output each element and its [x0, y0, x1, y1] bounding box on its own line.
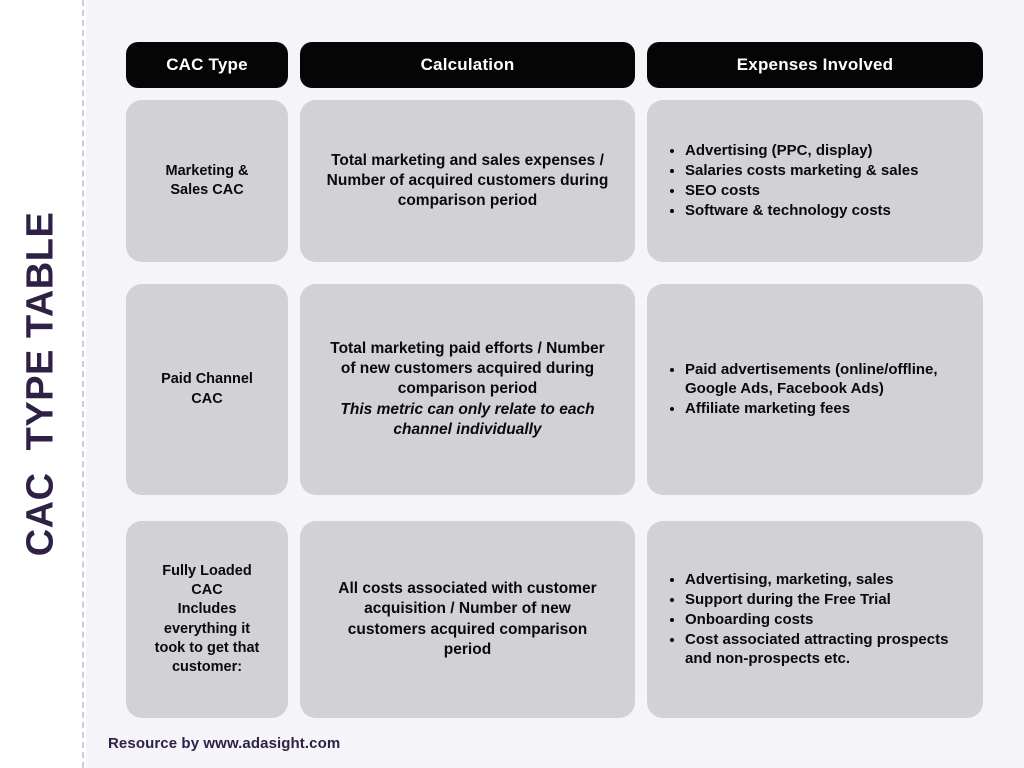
table-row: Paid Channel CAC Total marketing paid ef… — [126, 284, 983, 495]
calculation-text: Total marketing paid efforts / Number of… — [330, 340, 605, 398]
table-row: Marketing & Sales CAC Total marketing an… — [126, 100, 983, 262]
list-item: Support during the Free Trial — [685, 590, 969, 609]
table-row: Fully Loaded CAC Includes everything it … — [126, 521, 983, 718]
page-title: CAC TYPE TABLE — [19, 211, 62, 557]
list-item: Advertising, marketing, sales — [685, 570, 969, 589]
cell-cac-type: Fully Loaded CAC Includes everything it … — [126, 521, 288, 718]
list-item: Cost associated attracting prospects and… — [685, 630, 969, 668]
cac-type-table: CAC Type Calculation Expenses Involved M… — [126, 42, 983, 718]
list-item: SEO costs — [685, 181, 918, 200]
calculation-text: All costs associated with customer acqui… — [338, 580, 597, 658]
row-spacer — [126, 262, 983, 284]
calculation-note: This metric can only relate to each chan… — [340, 400, 595, 438]
list-item: Affiliate marketing fees — [685, 399, 969, 418]
list-item: Salaries costs marketing & sales — [685, 161, 918, 180]
expenses-list: Advertising (PPC, display) Salaries cost… — [661, 141, 918, 222]
row-spacer — [126, 495, 983, 521]
column-header-expenses-involved: Expenses Involved — [647, 42, 983, 88]
expenses-list: Paid advertisements (online/offline, Goo… — [661, 360, 969, 420]
cell-expenses: Advertising (PPC, display) Salaries cost… — [647, 100, 983, 262]
cell-expenses: Paid advertisements (online/offline, Goo… — [647, 284, 983, 495]
list-item: Advertising (PPC, display) — [685, 141, 918, 160]
list-item: Software & technology costs — [685, 201, 918, 220]
column-header-cac-type: CAC Type — [126, 42, 288, 88]
footer-attribution: Resource by www.adasight.com — [108, 735, 341, 752]
table-stage: CAC Type Calculation Expenses Involved M… — [86, 0, 1024, 768]
left-rail: CAC TYPE TABLE — [0, 0, 84, 768]
cell-calculation: Total marketing and sales expenses / Num… — [300, 100, 635, 262]
cell-calculation: Total marketing paid efforts / Number of… — [300, 284, 635, 495]
table-header-row: CAC Type Calculation Expenses Involved — [126, 42, 983, 88]
column-header-calculation: Calculation — [300, 42, 635, 88]
cell-cac-type: Paid Channel CAC — [126, 284, 288, 495]
list-item: Paid advertisements (online/offline, Goo… — [685, 360, 969, 398]
expenses-list: Advertising, marketing, sales Support du… — [661, 570, 969, 670]
calculation-text: Total marketing and sales expenses / Num… — [326, 151, 609, 210]
cell-calculation: All costs associated with customer acqui… — [300, 521, 635, 718]
cell-cac-type: Marketing & Sales CAC — [126, 100, 288, 262]
list-item: Onboarding costs — [685, 610, 969, 629]
cell-expenses: Advertising, marketing, sales Support du… — [647, 521, 983, 718]
